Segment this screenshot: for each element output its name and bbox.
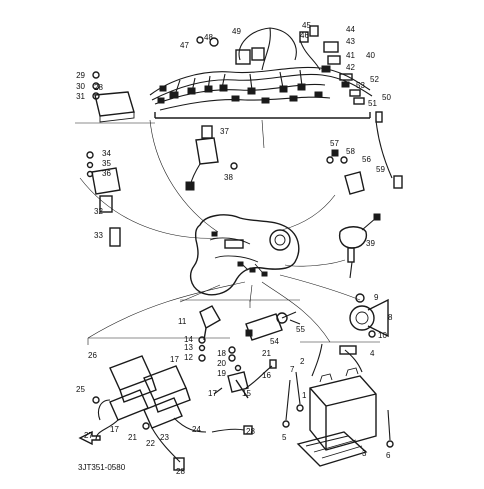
part-label: 25 — [76, 385, 85, 394]
battery-cables — [282, 343, 394, 448]
part-label: 23 — [160, 433, 169, 442]
rectifier-and-fuse — [326, 111, 403, 195]
part-label: 44 — [346, 25, 355, 34]
front-arrow-icon — [78, 430, 101, 446]
part-label: 38 — [224, 173, 233, 182]
part-label: 46 — [300, 31, 309, 40]
part-label: 56 — [362, 155, 371, 164]
part-label: 34 — [102, 149, 111, 158]
wire-harness — [149, 25, 373, 111]
battery — [296, 367, 377, 467]
ignition-coils — [92, 355, 253, 471]
part-label: 11 — [178, 317, 187, 326]
part-label: 45 — [302, 21, 311, 30]
part-label: 21 — [262, 349, 271, 358]
part-label: 8 — [388, 313, 393, 322]
part-number-labels: 28 29 30 31 34 35 36 32 33 37 38 47 48 4… — [76, 21, 393, 476]
part-label: 50 — [382, 93, 391, 102]
part-label: 30 — [76, 82, 85, 91]
part-label: 51 — [368, 99, 377, 108]
part-label: 3 — [362, 449, 367, 458]
neutral-switch — [198, 305, 221, 362]
part-label: 35 — [102, 159, 111, 168]
part-label: 17 — [170, 355, 179, 364]
part-label: 55 — [296, 325, 305, 334]
part-label: 21 — [128, 433, 137, 442]
part-label: 6 — [386, 451, 391, 460]
part-label: 49 — [232, 27, 241, 36]
part-label: 4 — [370, 349, 375, 358]
part-label: 17 — [208, 389, 217, 398]
part-label: 28 — [94, 83, 103, 92]
part-label: 18 — [217, 349, 226, 358]
frame-outline — [189, 214, 300, 296]
part-label: 28 — [176, 467, 185, 476]
part-label: 1 — [302, 391, 307, 400]
part-label: 2 — [300, 357, 305, 366]
part-label: 17 — [110, 425, 119, 434]
part-label: 59 — [376, 165, 385, 174]
part-label: 31 — [76, 92, 85, 101]
part-label: 52 — [370, 75, 379, 84]
part-label: 22 — [146, 439, 155, 448]
part-label: 13 — [184, 343, 193, 352]
relay-and-cutoff-unit — [86, 71, 135, 247]
part-label: 41 — [346, 51, 355, 60]
part-label: 12 — [184, 353, 193, 362]
part-label: 14 — [184, 335, 193, 344]
part-label: 5 — [282, 433, 287, 442]
part-label: 37 — [220, 127, 229, 136]
part-label: 7 — [290, 365, 295, 374]
starter-motor-leads — [213, 346, 277, 399]
part-label: 53 — [356, 81, 365, 90]
horn — [349, 293, 389, 338]
part-label: 36 — [102, 169, 111, 178]
diagram-reference-code: 3JT351-0580 — [78, 463, 126, 472]
part-label: 16 — [262, 371, 271, 380]
part-label: 10 — [378, 331, 387, 340]
part-label: 26 — [88, 351, 97, 360]
part-label: 33 — [94, 231, 103, 240]
main-switch — [338, 213, 381, 279]
part-label: 47 — [180, 41, 189, 50]
part-label: 9 — [374, 293, 379, 302]
part-label: 48 — [204, 33, 213, 42]
starter-relay — [245, 311, 301, 341]
part-label: 39 — [366, 239, 375, 248]
part-label: 40 — [366, 51, 375, 60]
part-label: 29 — [76, 71, 85, 80]
part-label: 15 — [242, 389, 251, 398]
part-label: 54 — [270, 337, 279, 346]
assembly-leader-lines — [75, 119, 380, 345]
cdi-unit — [185, 125, 238, 191]
part-label: 27 — [84, 431, 93, 440]
part-label: 32 — [94, 207, 103, 216]
part-label: 19 — [217, 369, 226, 378]
part-label: 58 — [346, 147, 355, 156]
part-label: 24 — [192, 425, 201, 434]
part-label: 20 — [217, 359, 226, 368]
part-label: 43 — [346, 37, 355, 46]
part-label: 57 — [330, 139, 339, 148]
part-label: 28 — [246, 427, 255, 436]
part-label: 42 — [346, 63, 355, 72]
